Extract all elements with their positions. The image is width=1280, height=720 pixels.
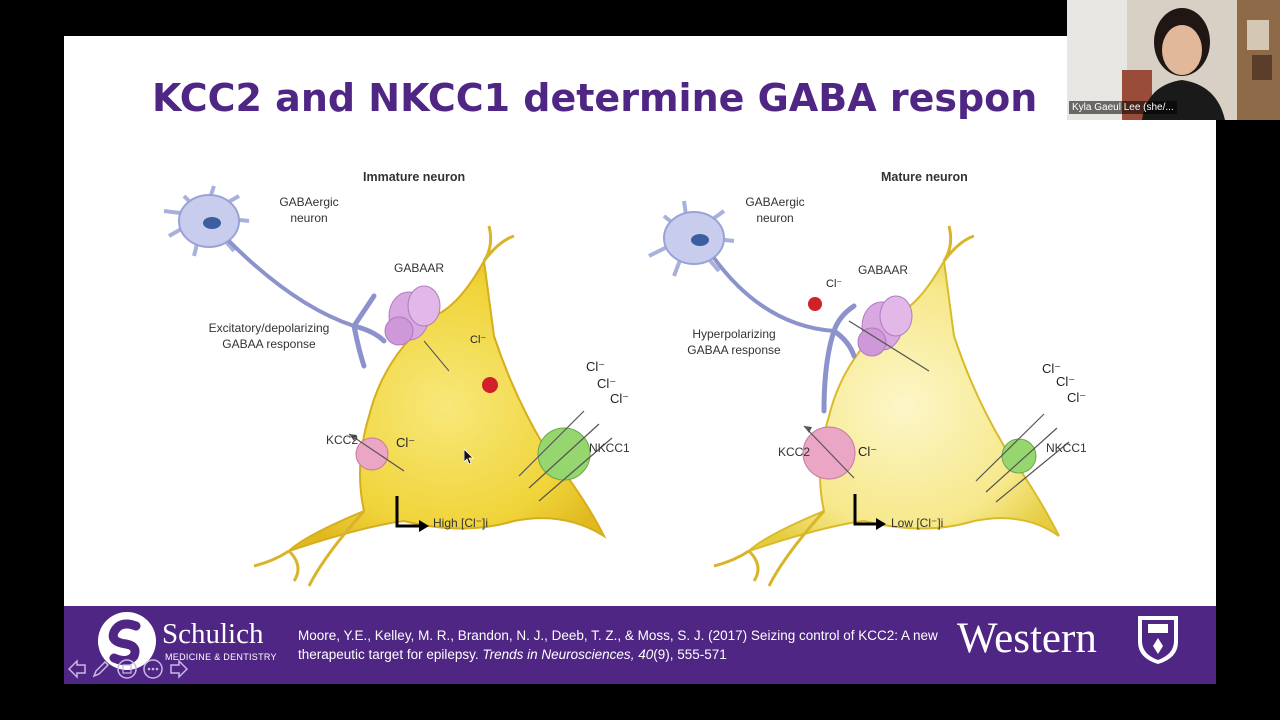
left-receptor-chloride: Cl⁻ (470, 334, 487, 346)
right-gabaergic-label: GABAergic neuron (745, 195, 805, 225)
presentation-slide: KCC2 and NKCC1 determine GABA respon (64, 36, 1216, 684)
slide-title: KCC2 and NKCC1 determine GABA respon (152, 76, 1038, 120)
neuron-diagram (163, 185, 1070, 587)
mature-neuron-title: Mature neuron (881, 170, 968, 184)
left-kcc2-chloride: Cl⁻ (396, 435, 416, 450)
citation-journal: Trends in Neurosciences (482, 647, 631, 662)
left-nkcc1-chloride-3: Cl⁻ (610, 391, 630, 406)
citation-pages: (9), 555-571 (653, 647, 727, 662)
right-gabaergic-neuron (648, 200, 857, 414)
right-nkcc1-chloride-2: Cl⁻ (1056, 374, 1076, 389)
citation-volume: , 40 (630, 647, 654, 662)
left-kcc2-label: KCC2 (326, 433, 359, 447)
pen-icon[interactable] (90, 658, 112, 680)
right-nkcc1-chloride-1: Cl⁻ (1042, 361, 1062, 376)
left-response-label: Excitatory/depolarizing GABAA response (208, 321, 330, 351)
left-gabaergic-neuron (163, 185, 387, 369)
right-response-label: Hyperpolarizing GABAA response (687, 327, 781, 357)
right-concentration-arrow (853, 494, 879, 526)
right-nkcc1-chloride-3: Cl⁻ (1067, 390, 1087, 405)
slide-navigation-toolbar (64, 658, 194, 680)
slide-footer: Schulich MEDICINE & DENTISTRY Moore, Y.E… (64, 606, 1216, 684)
right-nkcc1-transporter (975, 413, 1070, 503)
schulich-name: Schulich (162, 618, 264, 650)
left-gabaa-receptor (384, 285, 498, 393)
back-arrow-icon[interactable] (66, 658, 88, 680)
immature-neuron-title: Immature neuron (363, 170, 466, 184)
right-receptor-label: GABAAR (858, 263, 909, 277)
mature-neuron-cell (713, 225, 1060, 587)
schulich-subtitle: MEDICINE & DENTISTRY (165, 652, 277, 662)
left-receptor-label: GABAAR (394, 261, 445, 275)
more-options-icon[interactable] (142, 658, 164, 680)
citation: Moore, Y.E., Kelley, M. R., Brandon, N. … (298, 626, 958, 664)
right-gabaa-receptor (848, 295, 930, 372)
right-kcc2-transporter (802, 425, 856, 480)
right-nkcc1-label: NKCC1 (1046, 441, 1087, 455)
left-nkcc1-chloride-2: Cl⁻ (597, 376, 617, 391)
left-concentration-arrow (395, 496, 422, 528)
left-nkcc1-transporter (518, 410, 613, 502)
mouse-cursor-icon (464, 449, 474, 465)
right-concentration-label: Low [Cl⁻]i (891, 516, 944, 530)
right-receptor-chloride: Cl⁻ (826, 278, 843, 290)
citation-main: Moore, Y.E., Kelley, M. R., Brandon, N. … (298, 628, 938, 662)
left-nkcc1-label: NKCC1 (589, 441, 630, 455)
western-name: Western (957, 615, 1097, 662)
slides-grid-icon[interactable] (116, 658, 138, 680)
immature-neuron-cell (253, 225, 607, 587)
left-kcc2-transporter (348, 433, 405, 472)
left-gabaergic-label: GABAergic neuron (279, 195, 339, 225)
participant-video-tile[interactable]: Kyla Gaeul Lee (she/... (1067, 0, 1280, 120)
right-kcc2-label: KCC2 (778, 445, 811, 459)
left-concentration-label: High [Cl⁻]i (433, 516, 489, 530)
forward-arrow-icon[interactable] (168, 658, 190, 680)
participant-video-feed (1067, 0, 1280, 120)
western-crest-icon (1138, 616, 1178, 664)
participant-name: Kyla Gaeul Lee (she/... (1069, 101, 1177, 114)
right-kcc2-chloride: Cl⁻ (858, 444, 878, 459)
left-nkcc1-chloride-1: Cl⁻ (586, 359, 606, 374)
